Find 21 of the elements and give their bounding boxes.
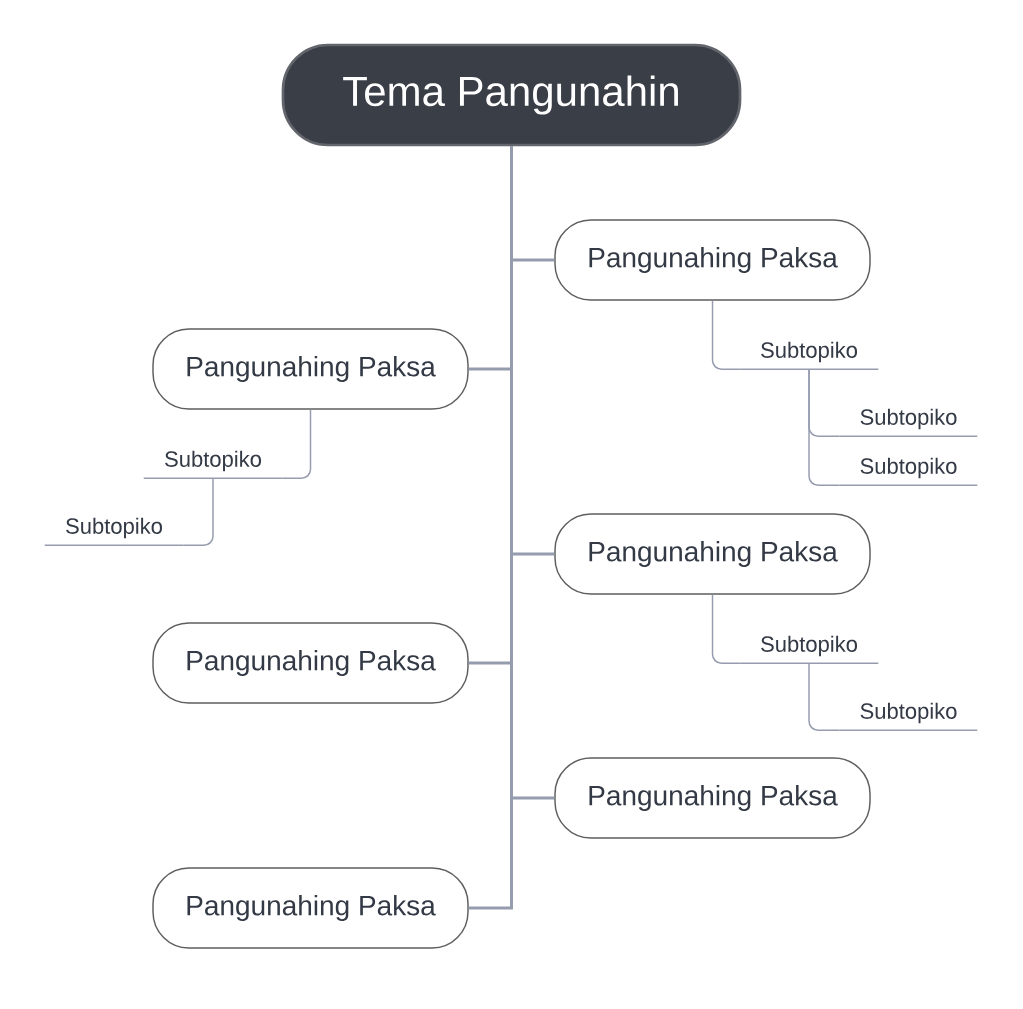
connector-line	[281, 409, 312, 479]
subtopic-label: Subtopiko	[839, 702, 979, 731]
connector-line	[468, 146, 513, 910]
subtopic-label: Subtopiko	[739, 341, 879, 370]
subtopic-label: Subtopiko	[44, 517, 184, 546]
subtopic-label: Subtopiko	[839, 408, 979, 437]
subtopic-label: Subtopiko	[143, 450, 283, 479]
connector-line	[182, 477, 214, 546]
connector-line	[711, 300, 741, 370]
topic-box: Pangunahing Paksa	[554, 219, 871, 301]
connector-line	[808, 662, 841, 731]
subtopic-label: Subtopiko	[739, 635, 879, 664]
connector-line	[711, 594, 741, 664]
topic-box: Pangunahing Paksa	[152, 328, 469, 410]
central-topic-box: Tema Pangunahin	[281, 43, 742, 147]
topic-box: Pangunahing Paksa	[554, 513, 871, 595]
topic-box: Pangunahing Paksa	[152, 622, 469, 704]
connector-line	[808, 368, 841, 486]
topic-box: Pangunahing Paksa	[152, 867, 469, 949]
subtopic-label: Subtopiko	[839, 457, 979, 486]
topic-box: Pangunahing Paksa	[554, 757, 871, 839]
